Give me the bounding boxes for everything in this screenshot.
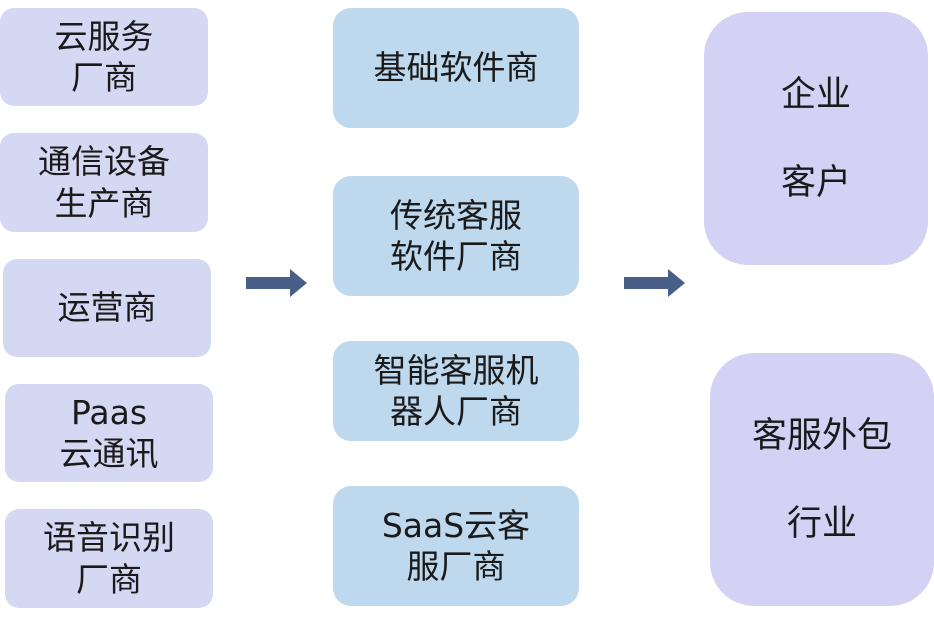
node-traditional-cs-software: 传统客服 软件厂商 [333,176,579,296]
node-enterprise-customer: 企业 客户 [704,12,928,265]
node-label-line: 云通讯 [59,434,159,473]
node-label-line: 行业 [786,503,857,544]
right-arrow-icon [624,269,685,297]
node-label-line: 云服务 [54,16,154,56]
node-label-line: 通信设备 [38,142,170,182]
node-cloud-service-vendor: 云服务 厂商 [0,8,208,106]
node-smart-cs-robot-vendor: 智能客服机 器人厂商 [333,341,579,441]
node-label-line: Paas [70,392,148,432]
node-cs-outsourcing-industry: 客服外包 行业 [710,353,934,606]
node-label-line: 生产商 [54,183,154,223]
node-label-line: 传统客服 [390,195,522,235]
node-label-line: 企业 [780,74,851,115]
node-label-line: 智能客服机 [373,350,539,390]
node-label-line: 基础软件商 [373,48,539,88]
node-label-line: 运营商 [57,288,157,328]
node-saas-cloud-cs-vendor: SaaS云客 服厂商 [333,486,579,606]
node-label-line: 厂商 [76,559,142,599]
node-telecom-equipment-maker: 通信设备 生产商 [0,133,208,232]
node-label-line: 客服外包 [751,415,892,456]
node-label-line: 厂商 [71,58,137,97]
node-label-line: 软件厂商 [390,237,522,276]
node-label-line: 器人厂商 [390,392,522,431]
node-basic-software-vendor: 基础软件商 [333,8,579,128]
node-label-line: 服厂商 [406,547,506,586]
node-label-line: 客户 [780,162,851,203]
node-label-line: SaaS云客 [381,505,531,545]
node-operator: 运营商 [3,259,211,357]
node-paas-cloud-comm: Paas 云通讯 [5,384,213,482]
node-label-line: 语音识别 [43,518,175,558]
right-arrow-icon [246,269,307,297]
node-speech-recognition-vendor: 语音识别 厂商 [5,509,213,608]
